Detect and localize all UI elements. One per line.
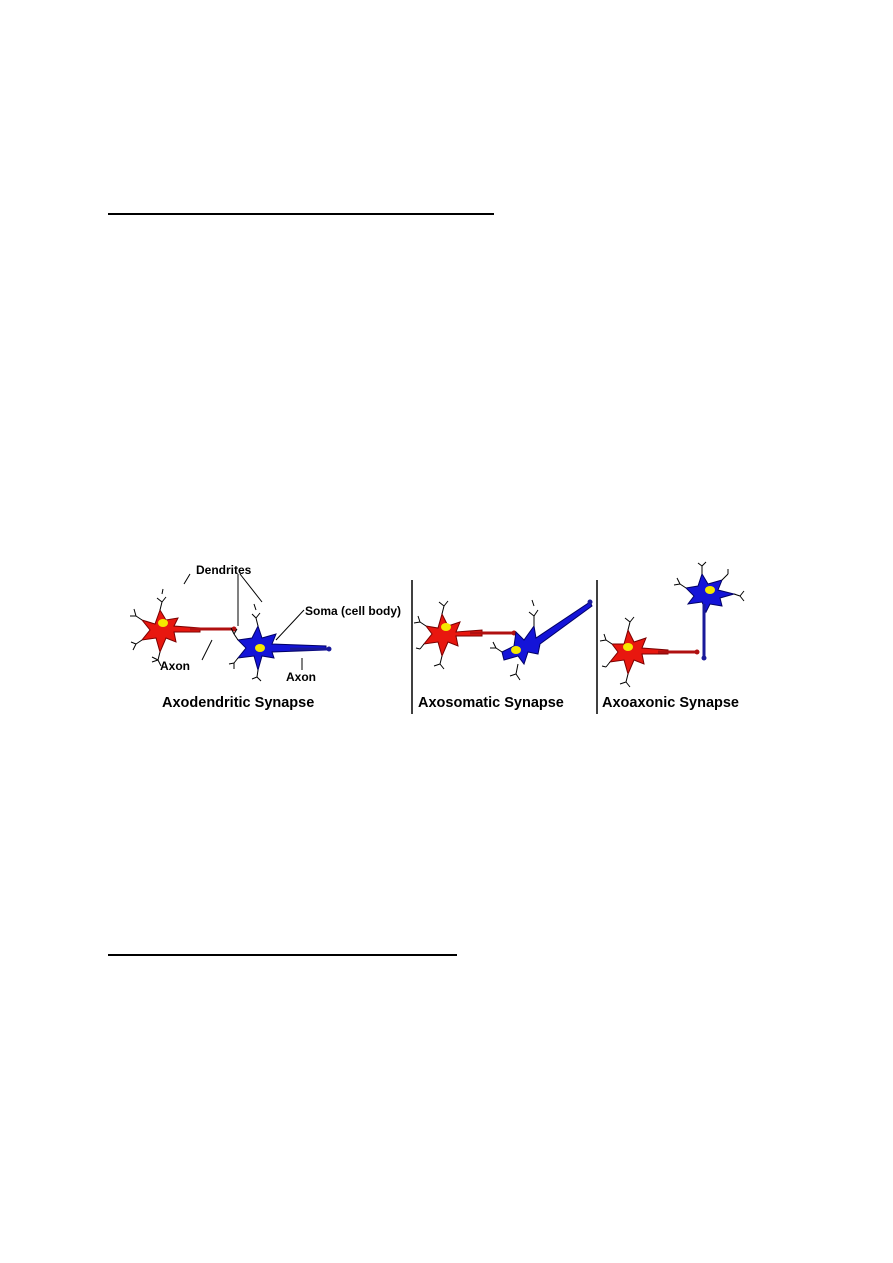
axon-label-left: Axon [160,659,190,673]
presynaptic-neuron-3 [599,616,700,688]
postsynaptic-neuron-2 [490,599,593,681]
axon-label-right: Axon [286,670,316,684]
dendrites-label: Dendrites [196,563,252,577]
heading-underline-2 [108,954,457,956]
axosomatic-caption: Axosomatic Synapse [418,695,564,711]
presynaptic-neuron-1 [130,588,237,667]
heading-underline-1 [108,213,494,215]
synapse-diagram: Dendrites Soma (cell body) Axon Axon Axo… [130,561,745,714]
presynaptic-neuron-2 [413,600,517,670]
axoaxonic-panel: Axoaxonic Synapse [599,561,745,711]
axoaxonic-caption: Axoaxonic Synapse [602,695,739,711]
synapse-types-figure: Dendrites Soma (cell body) Axon Axon Axo… [130,560,760,720]
postsynaptic-neuron-3 [673,561,745,661]
soma-label: Soma (cell body) [305,604,401,618]
postsynaptic-neuron-1 [228,603,332,682]
axosomatic-panel: Axosomatic Synapse [413,599,593,711]
axodendritic-caption: Axodendritic Synapse [162,695,314,711]
axodendritic-panel: Dendrites Soma (cell body) Axon Axon Axo… [130,563,401,711]
